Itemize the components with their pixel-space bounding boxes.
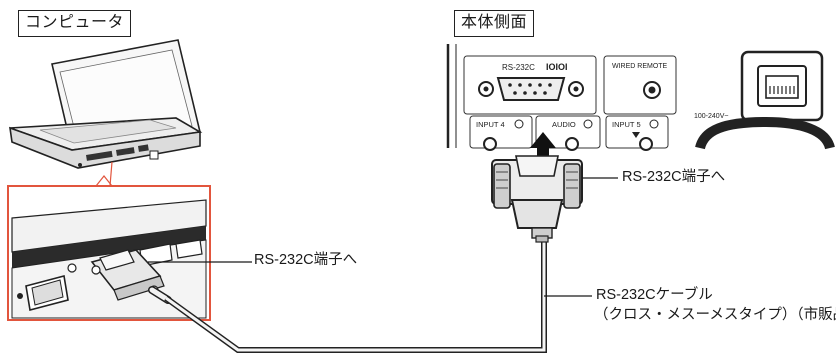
rs232c-panel-label: RS-232C bbox=[502, 63, 535, 72]
projector-side-label: 本体側面 bbox=[454, 10, 535, 37]
computer-label: コンピュータ bbox=[18, 10, 132, 37]
rs232c-cable bbox=[164, 238, 547, 353]
input4-label: INPUT 4 bbox=[476, 120, 505, 129]
projector-db9-connector bbox=[491, 155, 583, 243]
projector-port-callout: RS-232C端子へ bbox=[622, 169, 726, 185]
cable-note-callout: （クロス・メスーメスタイプ）（市販品） bbox=[594, 307, 836, 323]
rs232c-symbol: IOIOI bbox=[546, 62, 568, 72]
audio-label: AUDIO bbox=[552, 120, 576, 129]
cable-name-callout: RS-232Cケーブル bbox=[596, 287, 713, 303]
insert-arrow-icon bbox=[530, 132, 556, 156]
laptop-illustration bbox=[9, 39, 203, 169]
pc-port-callout: RS-232C端子へ bbox=[254, 252, 358, 268]
projector-side-panel: RS-232C IOIOI WIRED REMOTE 100-240V~ INP… bbox=[436, 44, 835, 151]
db9-pins bbox=[508, 83, 552, 95]
pc-port-zoom-panel bbox=[7, 185, 211, 321]
zoom-pointer-line bbox=[109, 161, 113, 187]
wired-remote-label: WIRED REMOTE bbox=[612, 63, 668, 70]
voltage-label: 100-240V~ bbox=[694, 113, 728, 120]
input5-label: INPUT 5 bbox=[612, 120, 641, 129]
